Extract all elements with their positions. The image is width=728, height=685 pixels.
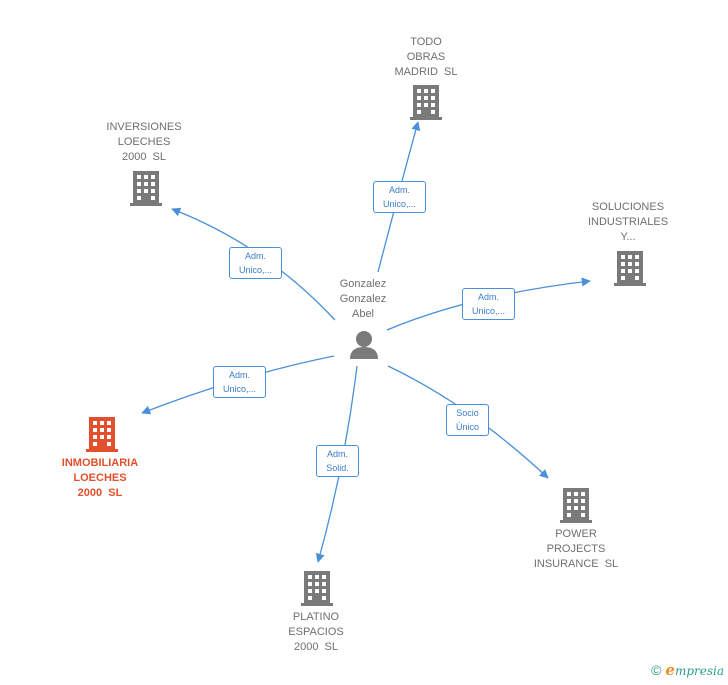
edge-label-todo[interactable]: Adm. Unico,... [373, 181, 426, 213]
company-label-inmobiliaria[interactable]: INMOBILIARIA LOECHES 2000 SL [61, 457, 139, 499]
building-icon-platino[interactable] [301, 571, 333, 606]
edge-label-platino[interactable]: Adm. Solid. [316, 445, 359, 477]
brand-text: mpresia [674, 664, 724, 678]
building-icon-power[interactable] [560, 488, 592, 523]
person-icon[interactable] [350, 331, 378, 359]
company-label-inversiones[interactable]: INVERSIONES LOECHES 2000 SL [106, 121, 182, 163]
building-icon-todo[interactable] [410, 85, 442, 120]
building-icon-inversiones[interactable] [130, 171, 162, 206]
building-icon-soluciones[interactable] [614, 251, 646, 286]
company-label-todo[interactable]: TODO OBRAS MADRID SL [394, 36, 458, 78]
company-label-power[interactable]: POWER PROJECTS INSURANCE SL [533, 528, 619, 570]
edge-label-inmobiliaria[interactable]: Adm. Unico,... [213, 366, 266, 398]
brand-logo[interactable]: empresia [665, 661, 724, 679]
edge-label-power[interactable]: Socio Único [446, 404, 489, 436]
edge-label-inversiones[interactable]: Adm. Unico,... [229, 247, 282, 279]
company-label-platino[interactable]: PLATINO ESPACIOS 2000 SL [288, 611, 344, 653]
person-name[interactable]: Gonzalez Gonzalez Abel [339, 278, 387, 320]
footer-brand: ©empresia [651, 661, 724, 679]
edge-label-soluciones[interactable]: Adm. Unico,... [462, 288, 515, 320]
company-label-soluciones[interactable]: SOLUCIONES INDUSTRIALES Y... [587, 201, 669, 243]
copyright-symbol: © [651, 662, 662, 678]
building-icon-inmobiliaria[interactable] [86, 417, 118, 452]
brand-initial: e [665, 661, 675, 679]
